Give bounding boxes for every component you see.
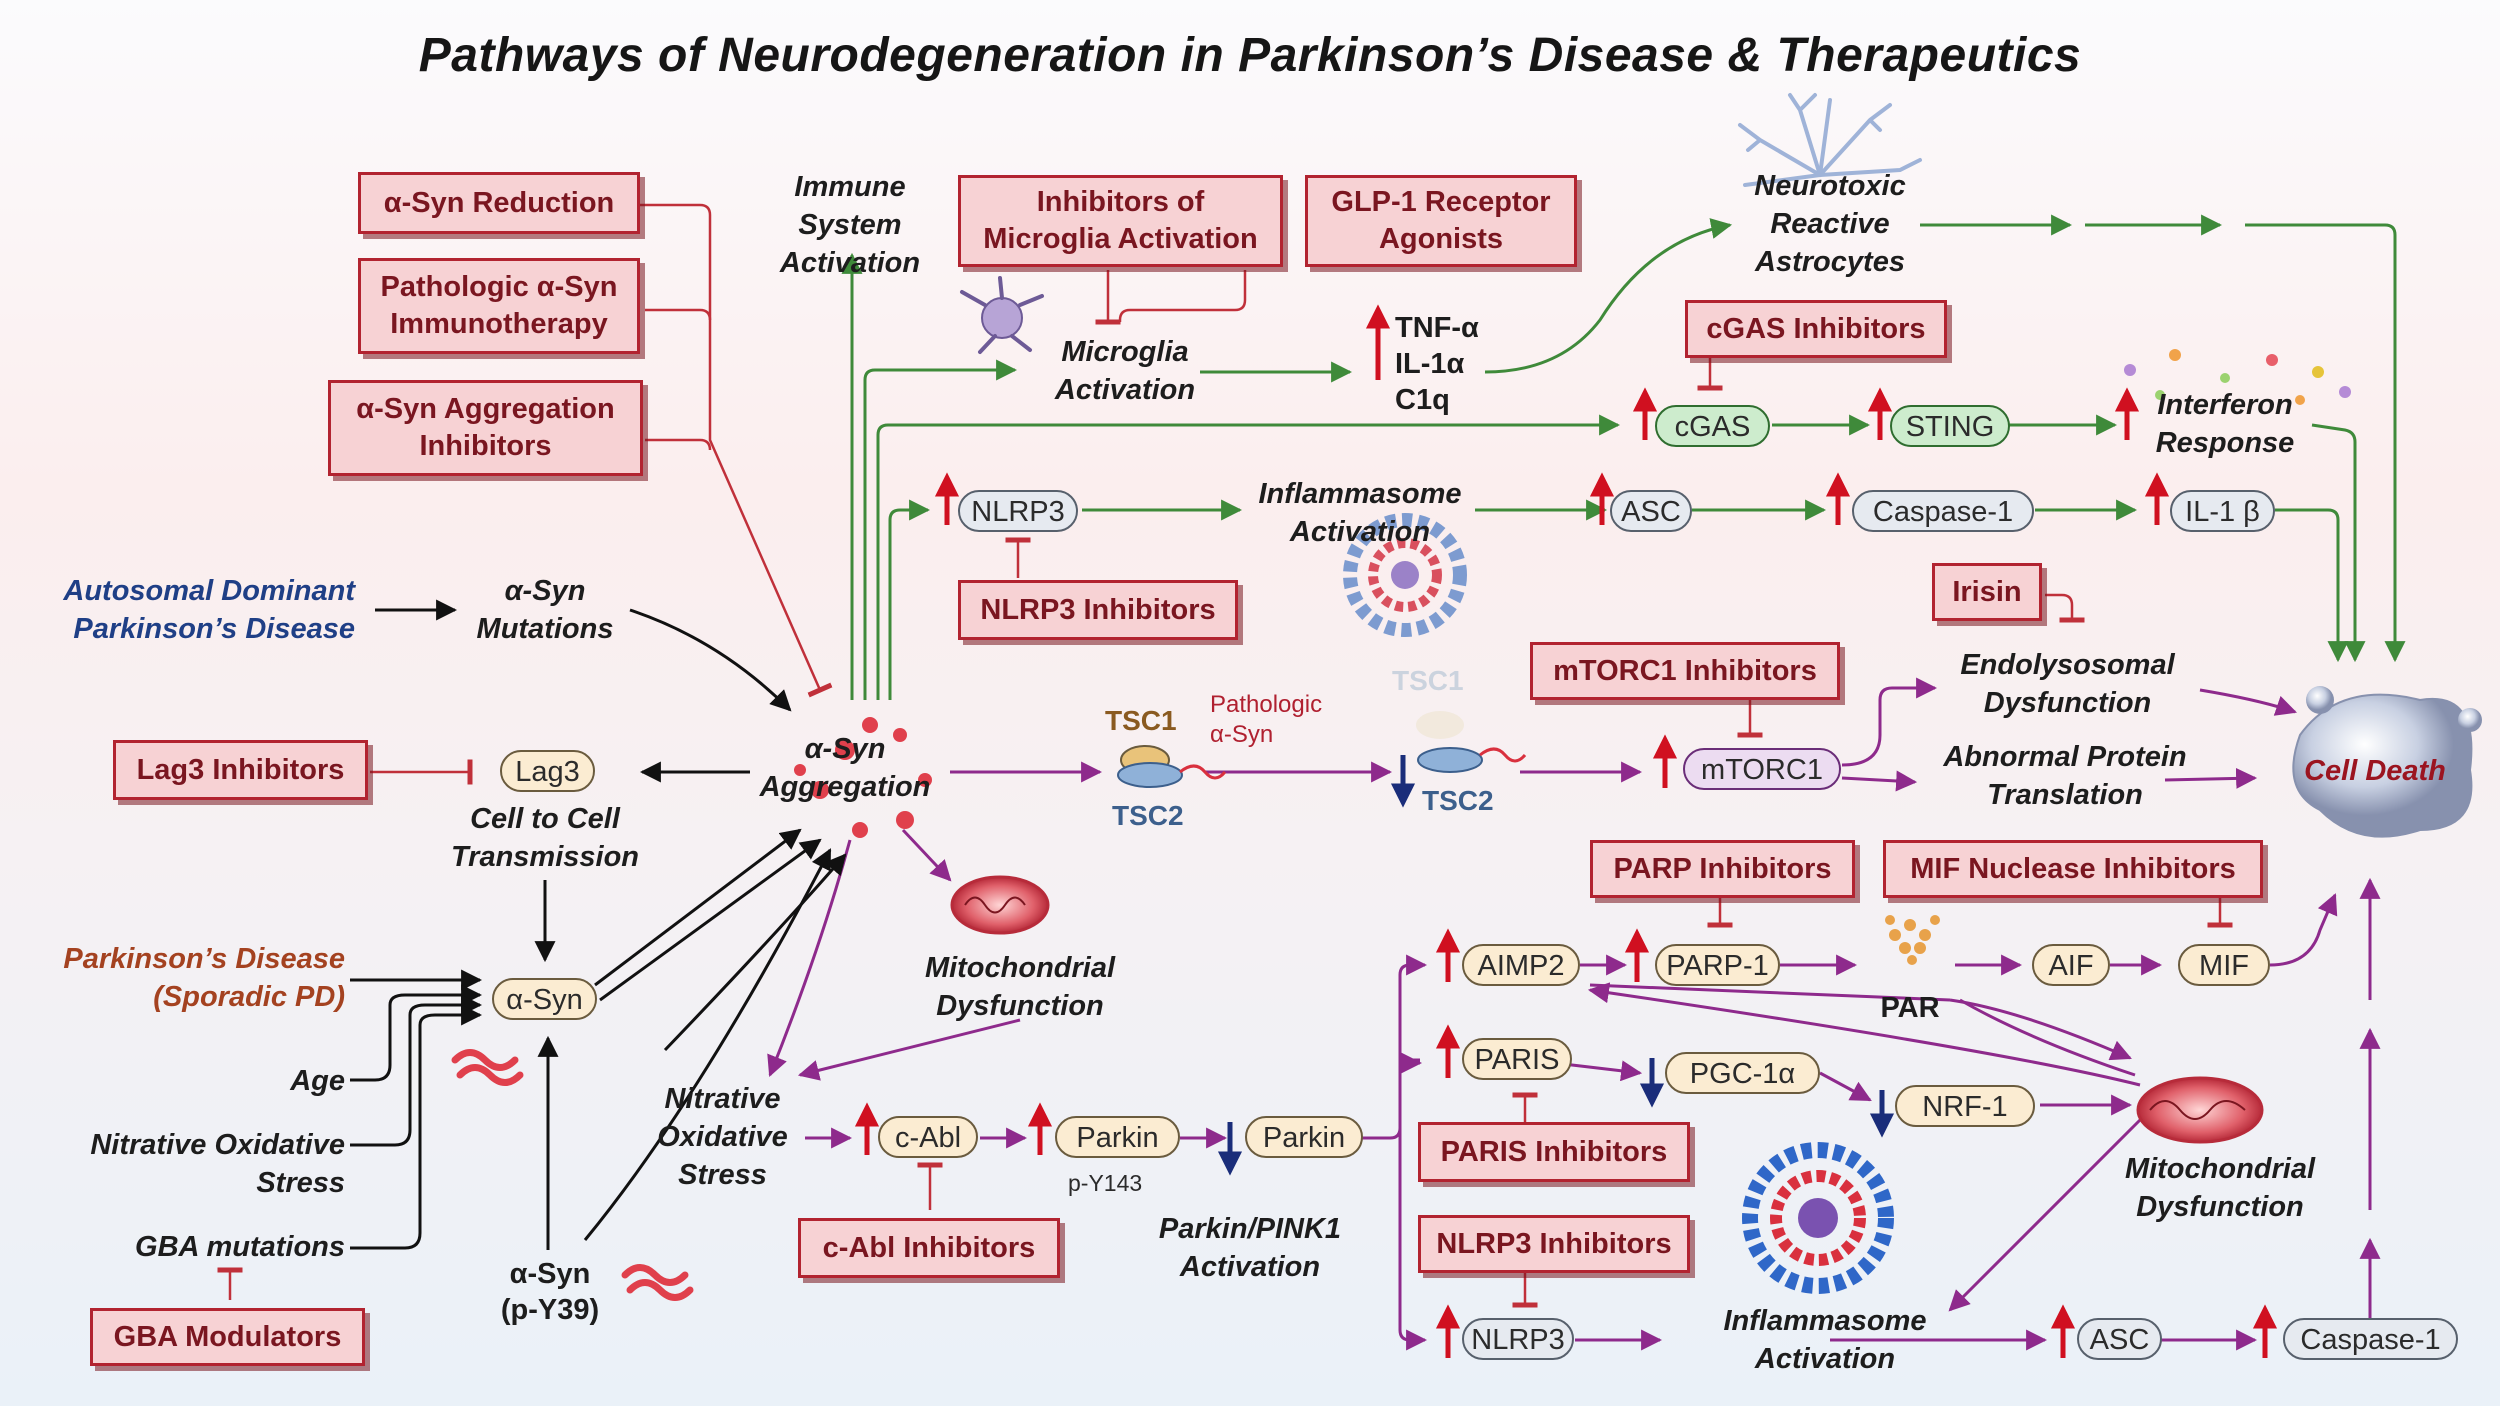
par-illustration bbox=[1885, 915, 1940, 965]
therapy-parp-inhibitors: PARP Inhibitors bbox=[1590, 840, 1855, 898]
therapy-microglia-inhibitors: Inhibitors of Microglia Activation bbox=[958, 175, 1283, 267]
node-caspase1-top: Caspase-1 bbox=[1852, 490, 2034, 532]
microglia-illustration bbox=[960, 276, 1044, 354]
therapy-glp1-agonists: GLP-1 Receptor Agonists bbox=[1305, 175, 1577, 267]
label-sporadic-pd: Parkinson’s Disease (Sporadic PD) bbox=[63, 943, 345, 1013]
therapy-asyn-aggregation-inhibitors: α-Syn Aggregation Inhibitors bbox=[328, 380, 643, 476]
cell-death-illustration bbox=[2292, 686, 2482, 838]
node-caspase1-bottom: Caspase-1 bbox=[2283, 1318, 2458, 1360]
label-astrocytes: Neurotoxic Reactive Astrocytes bbox=[1754, 170, 1906, 278]
astrocyte-illustration bbox=[1738, 93, 1922, 187]
node-nrf1: NRF-1 bbox=[1895, 1085, 2035, 1127]
label-asyn-py39: α-Syn (p-Y39) bbox=[500, 1258, 600, 1326]
therapy-asyn-immunotherapy: Pathologic α-Syn Immunotherapy bbox=[358, 258, 640, 354]
label-inflammasome-bottom: Inflammasome Activation bbox=[1723, 1305, 1927, 1375]
node-paris: PARIS bbox=[1462, 1038, 1572, 1080]
label-age: Age bbox=[290, 1065, 345, 1097]
node-aimp2: AIMP2 bbox=[1462, 944, 1580, 986]
node-nlrp3-top: NLRP3 bbox=[958, 490, 1078, 532]
node-il1b: IL-1 β bbox=[2170, 490, 2275, 532]
therapy-irisin: Irisin bbox=[1932, 563, 2042, 621]
asyn-squiggle bbox=[451, 1049, 694, 1301]
label-mito-dysfunction-bottom: Mitochondrial Dysfunction bbox=[2124, 1153, 2316, 1223]
aggregation-splat bbox=[794, 717, 932, 838]
therapy-paris-inhibitors: PARIS Inhibitors bbox=[1418, 1122, 1690, 1182]
therapy-cgas-inhibitors: cGAS Inhibitors bbox=[1685, 300, 1947, 358]
node-cabl: c-Abl bbox=[878, 1116, 978, 1158]
label-py143: p-Y143 bbox=[1068, 1170, 1143, 1196]
label-tsc1-b: TSC1 bbox=[1392, 665, 1464, 696]
node-asyn: α-Syn bbox=[492, 978, 597, 1020]
mitochondrion-illustration-bottom bbox=[2136, 1076, 2264, 1144]
label-pathologic-asyn: Pathologic α-Syn bbox=[1210, 691, 1323, 748]
up-arrows bbox=[854, 304, 2278, 1358]
label-gba-mutations: GBA mutations bbox=[135, 1231, 345, 1263]
label-nitrative-oxidative-left: Nitrative Oxidative Stress bbox=[90, 1129, 345, 1199]
label-tsc2-b: TSC2 bbox=[1422, 785, 1494, 816]
label-cytokines: TNF-α IL-1α C1q bbox=[1395, 312, 1479, 416]
interferon-dots bbox=[2124, 349, 2351, 405]
therapy-nlrp3-inhibitors-bottom: NLRP3 Inhibitors bbox=[1418, 1215, 1690, 1273]
inflammasome-bottom-illustration bbox=[1742, 1142, 1894, 1294]
node-mif: MIF bbox=[2178, 944, 2270, 986]
label-inflammasome-top: Inflammasome Activation bbox=[1258, 478, 1462, 548]
label-tsc1-a: TSC1 bbox=[1105, 705, 1177, 736]
therapy-gba-modulators: GBA Modulators bbox=[90, 1308, 365, 1366]
label-parkin-pink1: Parkin/PINK1 Activation bbox=[1158, 1213, 1342, 1283]
node-parkin-1: Parkin bbox=[1055, 1116, 1180, 1158]
label-asyn-mutations: α-Syn Mutations bbox=[476, 575, 614, 645]
node-parkin-2: Parkin bbox=[1245, 1116, 1363, 1158]
label-nitrative-oxidative-mid: Nitrative Oxidative Stress bbox=[657, 1083, 788, 1191]
therapy-mtorc1-inhibitors: mTORC1 Inhibitors bbox=[1530, 642, 1840, 700]
node-parp1: PARP-1 bbox=[1655, 944, 1780, 986]
label-endolysosomal: Endolysosomal Dysfunction bbox=[1960, 649, 2175, 719]
label-mito-dysfunction-top: Mitochondrial Dysfunction bbox=[924, 952, 1116, 1022]
tsc-complex bbox=[1117, 711, 1527, 788]
label-cell-transmission: Cell to Cell Transmission bbox=[450, 803, 640, 873]
label-abnormal-translation: Abnormal Protein Translation bbox=[1943, 741, 2187, 811]
therapy-asyn-reduction: α-Syn Reduction bbox=[358, 172, 640, 234]
therapy-lag3-inhibitors: Lag3 Inhibitors bbox=[113, 740, 368, 800]
page-title: Pathways of Neurodegeneration in Parkins… bbox=[418, 29, 2082, 82]
inflammasome-top-illustration bbox=[1343, 513, 1467, 637]
therapy-cabl-inhibitors: c-Abl Inhibitors bbox=[798, 1218, 1060, 1278]
node-asc-top: ASC bbox=[1610, 490, 1692, 532]
node-pgc1a: PGC-1α bbox=[1665, 1052, 1820, 1094]
label-tsc2-a: TSC2 bbox=[1112, 800, 1184, 831]
down-arrows bbox=[1217, 755, 1895, 1176]
mitochondrion-illustration-top bbox=[950, 875, 1050, 935]
therapy-mif-inhibitors: MIF Nuclease Inhibitors bbox=[1883, 840, 2263, 898]
therapy-nlrp3-inhibitors-top: NLRP3 Inhibitors bbox=[958, 580, 1238, 640]
node-cgas: cGAS bbox=[1655, 405, 1770, 447]
node-aif: AIF bbox=[2032, 944, 2110, 986]
label-immune-activation: Immune System Activation bbox=[779, 171, 921, 279]
arrow-microglia bbox=[863, 359, 1018, 700]
label-cell-death: Cell Death bbox=[2304, 755, 2446, 787]
label-interferon: Interferon Response bbox=[2155, 389, 2295, 459]
label-autosomal-pd: Autosomal Dominant Parkinson’s Disease bbox=[63, 575, 355, 645]
node-nlrp3-bottom: NLRP3 bbox=[1462, 1318, 1574, 1360]
label-par: PAR bbox=[1880, 992, 1940, 1024]
node-lag3: Lag3 bbox=[500, 750, 595, 792]
node-mtorc1: mTORC1 bbox=[1683, 748, 1841, 790]
label-asyn-aggregation: α-Syn Aggregation bbox=[759, 733, 931, 803]
node-asc-bottom: ASC bbox=[2077, 1318, 2162, 1360]
label-microglia-activation: Microglia Activation bbox=[1054, 336, 1196, 406]
node-sting: STING bbox=[1890, 405, 2010, 447]
